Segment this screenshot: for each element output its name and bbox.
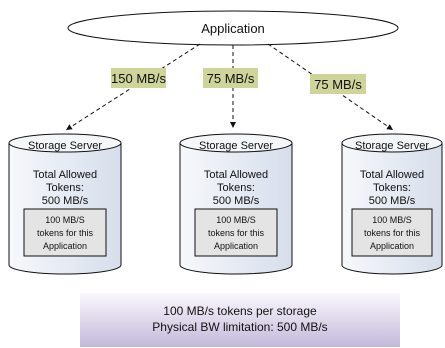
storage-server-2: Storage Server Total Allowed Tokens: 500… xyxy=(179,133,293,275)
server-3-app-line1: 100 MB/S xyxy=(372,215,412,225)
rate-label-1: 150 MB/s xyxy=(111,68,166,88)
footer-box: 100 MB/s tokens per storage Physical BW … xyxy=(80,293,400,347)
rate-label-2: 75 MB/s xyxy=(203,68,258,88)
application-node: Application xyxy=(67,10,399,46)
server-3-total-line2: Tokens: xyxy=(373,182,411,194)
application-label: Application xyxy=(201,21,265,36)
server-3-app-line3: Application xyxy=(370,241,414,251)
server-1-app-line3: Application xyxy=(43,241,87,251)
rate-label-2-text: 75 MB/s xyxy=(207,71,255,86)
server-2-total-line2: Tokens: xyxy=(217,182,255,194)
server-3-app-line2: tokens for this xyxy=(364,228,421,238)
server-1-app-box xyxy=(23,208,107,257)
server-1-app-line2: tokens for this xyxy=(37,228,94,238)
server-1-total-line2: Tokens: xyxy=(46,182,84,194)
server-3-title: Storage Server xyxy=(355,140,429,152)
storage-server-3: Storage Server Total Allowed Tokens: 500… xyxy=(341,133,443,275)
server-2-total-line3: 500 MB/s xyxy=(213,195,260,207)
server-1-title: Storage Server xyxy=(28,140,102,152)
storage-server-1: Storage Server Total Allowed Tokens: 500… xyxy=(8,133,122,275)
server-2-app-box xyxy=(194,208,278,257)
server-2-app-line1: 100 MB/S xyxy=(216,215,256,225)
server-2-total-line1: Total Allowed xyxy=(204,169,268,181)
rate-label-3: 75 MB/s xyxy=(310,74,366,94)
rate-label-3-text: 75 MB/s xyxy=(314,77,362,92)
rate-label-1-text: 150 MB/s xyxy=(111,71,166,86)
server-3-total-line1: Total Allowed xyxy=(360,169,424,181)
footer-line-2: Physical BW limitation: 500 MB/s xyxy=(152,320,327,334)
server-3-app-box xyxy=(351,208,433,257)
server-1-total-line3: 500 MB/s xyxy=(42,195,89,207)
server-2-app-line2: tokens for this xyxy=(208,228,265,238)
server-2-title: Storage Server xyxy=(199,140,273,152)
server-3-total-line3: 500 MB/s xyxy=(369,195,416,207)
server-1-total-line1: Total Allowed xyxy=(33,169,97,181)
server-2-app-line3: Application xyxy=(214,241,258,251)
server-1-app-line1: 100 MB/S xyxy=(45,215,85,225)
footer-line-1: 100 MB/s tokens per storage xyxy=(163,304,317,318)
arrow-to-server-3 xyxy=(267,43,394,131)
